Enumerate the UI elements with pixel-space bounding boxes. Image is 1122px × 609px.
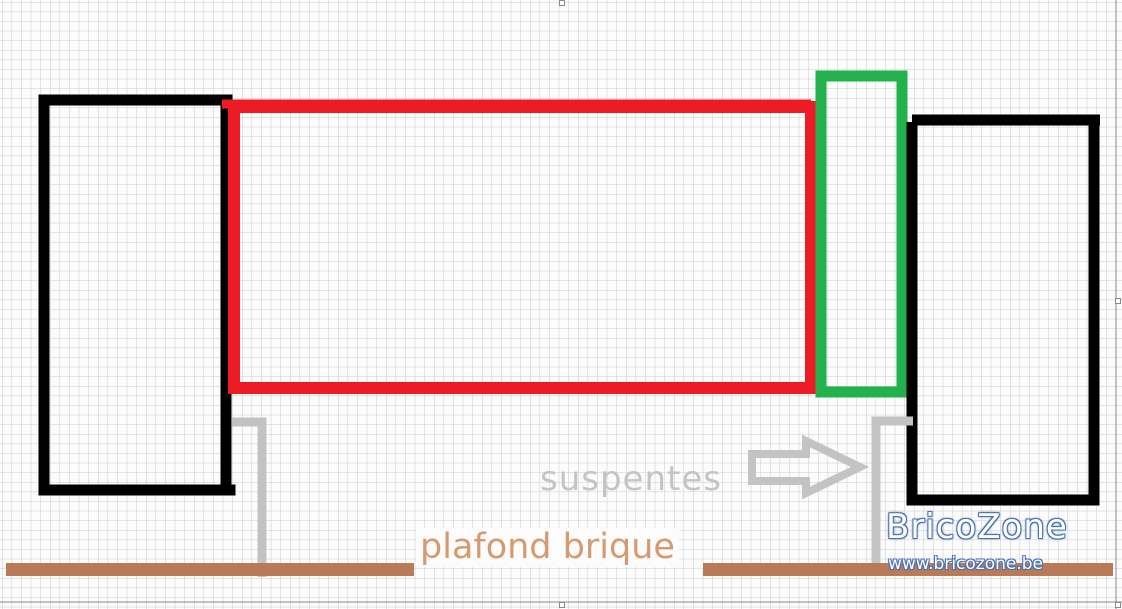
resize-handle-corner[interactable] [1115, 602, 1121, 608]
ceiling-line-right [703, 563, 1113, 576]
ceiling-line-left [6, 563, 414, 576]
left-black-box [38, 94, 236, 496]
bricozone-watermark-url: www.bricozone.be [888, 554, 1044, 574]
resize-handle-right[interactable] [1115, 298, 1121, 304]
resize-handle-bottom[interactable] [559, 602, 565, 608]
right-suspension-hanger [871, 416, 913, 572]
bricozone-watermark-logo: BricoZone [886, 507, 1068, 547]
left-suspension-hanger [232, 417, 267, 577]
suspentes-label: suspentes [540, 459, 722, 499]
resize-handle-top[interactable] [559, 0, 565, 6]
gray-arrow [748, 434, 870, 500]
plafond-brique-label: plafond brique [416, 528, 679, 567]
right-black-box [906, 114, 1100, 506]
